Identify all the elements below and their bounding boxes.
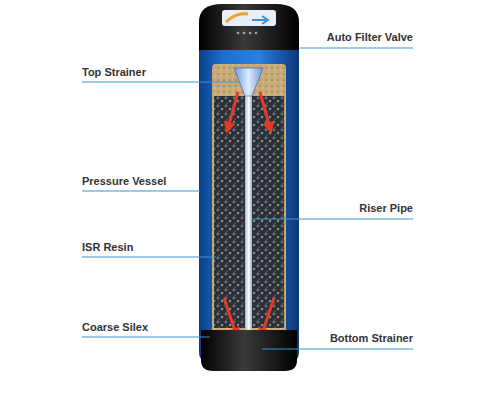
vessel-base bbox=[201, 330, 297, 371]
part-label: Riser Pipe bbox=[359, 202, 413, 215]
valve-display bbox=[222, 10, 276, 26]
flow-arrows bbox=[224, 92, 274, 334]
riser-pipe bbox=[245, 68, 252, 344]
part-label: Auto Filter Valve bbox=[327, 31, 413, 44]
valve-logo bbox=[226, 14, 248, 22]
valve-logo bbox=[252, 16, 268, 24]
pressure-vessel bbox=[199, 36, 299, 366]
leader-lines bbox=[82, 48, 413, 349]
valve-cap bbox=[199, 4, 299, 50]
part-label: Coarse Silex bbox=[82, 321, 148, 334]
part-label: Bottom Strainer bbox=[330, 332, 413, 345]
gravel-bed bbox=[212, 64, 286, 346]
valve-buttons bbox=[237, 32, 258, 35]
part-label: Pressure Vessel bbox=[82, 175, 166, 188]
part-label: Top Strainer bbox=[82, 66, 146, 79]
part-label: ISR Resin bbox=[82, 241, 133, 254]
